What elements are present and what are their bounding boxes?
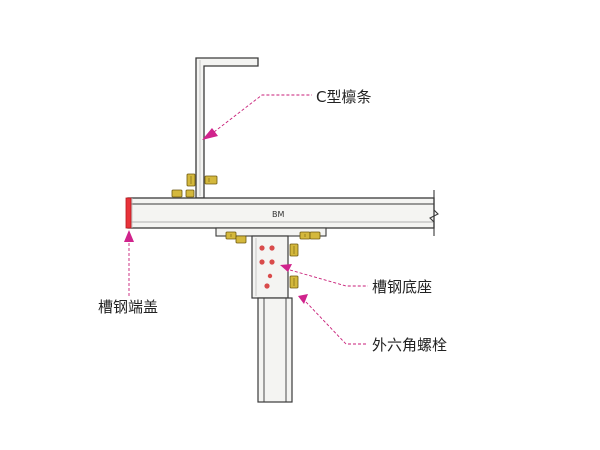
channel-end-cap (125, 197, 132, 229)
bolt-threads (190, 176, 306, 286)
channel-base-label: 槽钢底座 (372, 278, 433, 296)
support-post (257, 297, 293, 403)
c-purlin-label: C型檩条 (316, 88, 372, 106)
base-bolt-holes (259, 245, 275, 289)
channel-base (215, 227, 327, 299)
main-beam (127, 190, 439, 236)
beam-mark: BM (272, 210, 285, 219)
channel-end-cap-label: 槽钢端盖 (98, 298, 159, 316)
hex-bolt-label: 外六角螺栓 (372, 336, 448, 354)
arrow-pointer-icon (124, 128, 308, 304)
leader-lines (128, 94, 368, 345)
